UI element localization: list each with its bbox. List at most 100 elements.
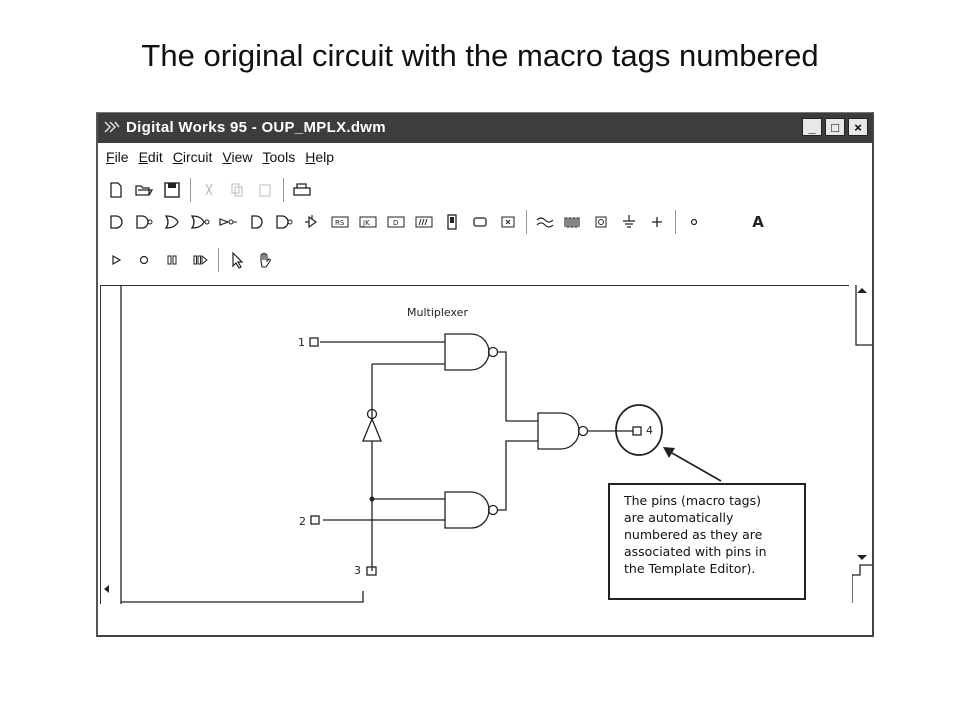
- nand-gate-icon: [136, 215, 153, 229]
- title-bar[interactable]: Digital Works 95 - OUP_MPLX.dwm _ □ ×: [98, 113, 872, 143]
- menu-circuit[interactable]: Circuit: [172, 149, 213, 165]
- menu-bar: File Edit Circuit View Tools Help: [98, 145, 872, 169]
- macro-tool[interactable]: [494, 209, 522, 235]
- nor-gate-tool[interactable]: [186, 209, 214, 235]
- callout-line: associated with pins in: [624, 544, 767, 559]
- counter-tool[interactable]: [410, 209, 438, 235]
- buffer-gate-tool[interactable]: [242, 209, 270, 235]
- copy-button[interactable]: [223, 177, 251, 203]
- hand-icon: [260, 252, 271, 268]
- d-flipflop-tool[interactable]: D: [382, 209, 410, 235]
- pin-1-tag[interactable]: [309, 337, 319, 347]
- menu-tools[interactable]: Tools: [262, 149, 296, 165]
- svg-text:RS: RS: [335, 219, 345, 227]
- xnor-gate-tool[interactable]: [214, 209, 242, 235]
- pulse-tool[interactable]: [559, 209, 587, 235]
- scroll-down-icon[interactable]: [857, 555, 867, 560]
- pin-3-label: 3: [354, 564, 361, 577]
- svg-text:JK: JK: [362, 219, 370, 227]
- tristate-icon: [305, 215, 318, 229]
- floppy-disk-icon: [164, 182, 180, 198]
- new-file-icon: [110, 182, 122, 198]
- wire-top-out: [498, 351, 538, 422]
- jk-flipflop-tool[interactable]: JK: [354, 209, 382, 235]
- open-file-button[interactable]: [130, 177, 158, 203]
- horizontal-scrollbar[interactable]: [100, 579, 360, 599]
- hand-tool[interactable]: [251, 247, 279, 273]
- chip-tool[interactable]: [466, 209, 494, 235]
- pin-4-label: 4: [646, 424, 653, 437]
- pin-2-tag[interactable]: [310, 515, 320, 525]
- pulse-icon: [564, 217, 580, 228]
- buffer-gate-icon: [251, 215, 263, 229]
- paste-button[interactable]: [251, 177, 279, 203]
- pin-2-label: 2: [299, 515, 306, 528]
- close-button[interactable]: ×: [848, 118, 868, 136]
- nand-top-bubble: [487, 346, 499, 358]
- nand-gate-output: [537, 412, 580, 450]
- menu-edit[interactable]: Edit: [138, 149, 163, 165]
- ground-icon: [623, 215, 635, 228]
- app-window: Digital Works 95 - OUP_MPLX.dwm _ □ × Fi…: [96, 112, 874, 637]
- counter-icon: [415, 216, 433, 228]
- toolbar-separator: [283, 178, 284, 202]
- switch-tool[interactable]: [438, 209, 466, 235]
- printer-icon: [293, 183, 311, 196]
- menu-help[interactable]: Help: [305, 149, 335, 165]
- canvas-inner-border: [120, 286, 364, 604]
- pause-button[interactable]: [158, 247, 186, 273]
- toolbar-separator: [526, 210, 527, 234]
- rs-flipflop-tool[interactable]: RS: [326, 209, 354, 235]
- toolbar-separator: [218, 248, 219, 272]
- simulation-toolbar: [102, 245, 868, 275]
- vertical-scrollbar[interactable]: [852, 285, 872, 603]
- pin-4-tag[interactable]: [632, 426, 642, 436]
- minimize-button[interactable]: _: [802, 118, 822, 136]
- and-gate-tool[interactable]: [102, 209, 130, 235]
- circuit-label: Multiplexer: [407, 306, 468, 319]
- print-button[interactable]: [288, 177, 316, 203]
- menu-view[interactable]: View: [222, 149, 253, 165]
- toolbar-separator: [190, 178, 191, 202]
- cut-button[interactable]: [195, 177, 223, 203]
- pointer-tool[interactable]: [223, 247, 251, 273]
- junction-tool[interactable]: [643, 209, 671, 235]
- clock-tool[interactable]: [531, 209, 559, 235]
- scroll-up-icon[interactable]: [857, 288, 867, 293]
- ground-tool[interactable]: [615, 209, 643, 235]
- inverter-gate-tool[interactable]: [270, 209, 298, 235]
- nand-gate-top: [444, 333, 490, 371]
- arrow-pointer-icon: [232, 251, 244, 269]
- jk-flipflop-icon: JK: [359, 216, 377, 228]
- led-tool[interactable]: [587, 209, 615, 235]
- rs-flipflop-icon: RS: [331, 216, 349, 228]
- switch-icon: [447, 214, 457, 230]
- tristate-tool[interactable]: [298, 209, 326, 235]
- window-title: Digital Works 95 - OUP_MPLX.dwm: [126, 119, 386, 136]
- callout-line: are automatically: [624, 510, 734, 525]
- svg-text:D: D: [393, 219, 398, 227]
- or-gate-tool[interactable]: [158, 209, 186, 235]
- wire-inverter-out: [371, 363, 445, 418]
- menu-file[interactable]: File: [106, 149, 129, 165]
- scroll-left-icon[interactable]: [104, 585, 109, 593]
- folder-open-icon: [135, 185, 154, 196]
- circuit-canvas[interactable]: Multiplexer 1 2 3 4: [100, 285, 849, 604]
- circle-icon: [690, 218, 698, 226]
- save-button[interactable]: [158, 177, 186, 203]
- maximize-button[interactable]: □: [825, 118, 845, 136]
- xnor-gate-icon: [219, 218, 237, 226]
- pin-3-tag[interactable]: [366, 566, 377, 576]
- text-tool[interactable]: A: [752, 213, 764, 231]
- step-button[interactable]: [186, 247, 214, 273]
- run-button[interactable]: [102, 247, 130, 273]
- probe-tool[interactable]: [680, 209, 708, 235]
- stop-button[interactable]: [130, 247, 158, 273]
- new-file-button[interactable]: [102, 177, 130, 203]
- pause-icon: [167, 255, 177, 265]
- callout-arrow: [671, 452, 722, 482]
- pin-4-highlight: [615, 404, 663, 456]
- nand-gate-tool[interactable]: [130, 209, 158, 235]
- copy-icon: [231, 183, 243, 197]
- stop-circle-icon: [139, 255, 149, 265]
